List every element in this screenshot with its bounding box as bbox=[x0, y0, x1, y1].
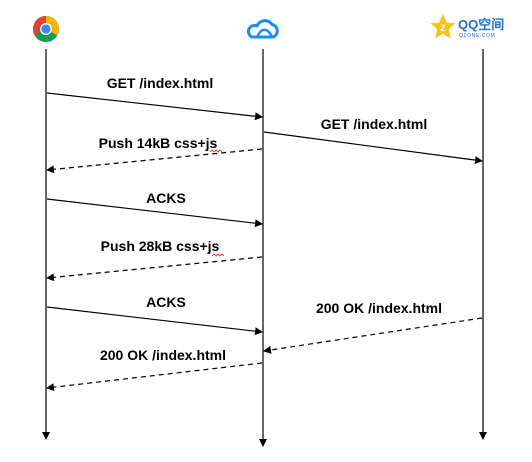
message-label: ACKS bbox=[146, 294, 186, 310]
message-arrow bbox=[46, 362, 263, 392]
message-arrow bbox=[46, 306, 263, 336]
message-label: ACKS bbox=[146, 190, 186, 206]
message-label: Push 28kB css+js bbox=[101, 238, 220, 254]
message-arrow bbox=[46, 148, 263, 174]
message-label: 200 OK /index.html bbox=[100, 347, 226, 363]
spellcheck-squiggle bbox=[211, 253, 225, 257]
message-arrow bbox=[46, 92, 263, 121]
message-label: Push 14kB css+js bbox=[99, 135, 218, 151]
cloud-icon bbox=[246, 19, 279, 39]
svg-text:Z: Z bbox=[440, 23, 446, 33]
spellcheck-squiggle bbox=[209, 149, 223, 153]
message-label: 200 OK /index.html bbox=[316, 300, 442, 316]
qzone-logo-icon: Z bbox=[430, 14, 456, 39]
message-label: GET /index.html bbox=[107, 75, 214, 91]
qzone-logo-subtext: QZONE.COM bbox=[459, 33, 495, 39]
message-label: GET /index.html bbox=[321, 116, 428, 132]
message-arrow bbox=[263, 131, 483, 165]
message-arrow bbox=[46, 198, 263, 228]
qzone-logo-text: QQ空间 bbox=[458, 17, 504, 32]
chrome-browser-icon bbox=[32, 16, 60, 43]
message-arrow bbox=[46, 256, 263, 282]
message-arrow bbox=[263, 317, 483, 354]
